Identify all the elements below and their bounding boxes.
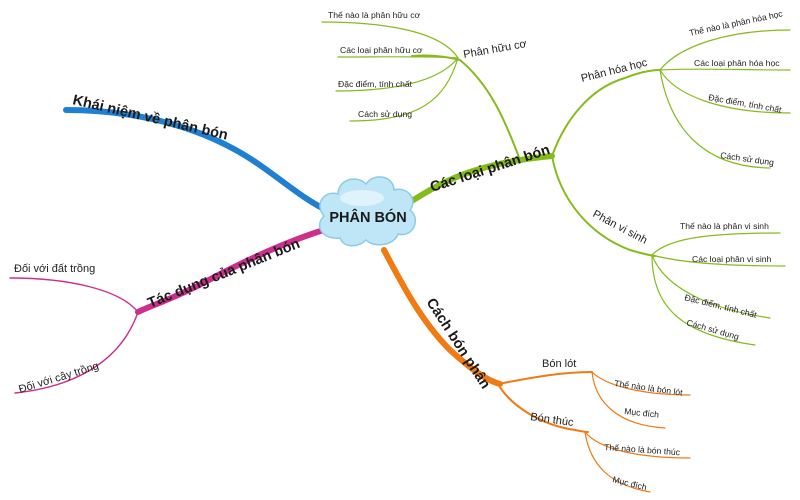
branch-cach-bon: [381, 247, 691, 493]
center-cloud-shine: [340, 190, 384, 206]
bon-thuc-leaf-1-line: [584, 431, 691, 459]
branch-khai-niem: Khái niệm về phân bón: [63, 92, 333, 215]
branch-tac-dung-labels: Tác dụng của phân bón Đối với đất trồng …: [14, 236, 302, 396]
huu-co-leaf-3-line: [335, 57, 459, 92]
vi-sinh-leaf-2-line: [651, 254, 786, 267]
hoa-hoc-leaf-1-line: [659, 29, 791, 71]
branch-cac-loai-line: [391, 153, 555, 215]
tac-dung-leaf-2: Đối với cây trồng: [17, 360, 100, 396]
branch-khai-niem-line: [63, 107, 333, 215]
huu-co-leaf-4: Cách sử dụng: [358, 109, 412, 119]
huu-co-leaf-1-line: [321, 21, 459, 59]
bon-thuc-leaf-2-line: [584, 431, 651, 493]
hoa-hoc-leaf-4: Cách sử dụng: [720, 150, 775, 167]
huu-co-label: Phân hữu cơ: [462, 38, 527, 61]
huu-co-leaf-2: Các loại phân hữu cơ: [340, 45, 423, 55]
huu-co-leaf-2-line: [337, 56, 459, 59]
hoa-hoc-label: Phân hóa học: [580, 57, 649, 85]
vi-sinh-label: Phân vi sinh: [591, 208, 650, 247]
branch-hoa-hoc-line: [551, 69, 661, 157]
branch-tac-dung-line: [135, 225, 333, 315]
branch-huu-co-line: [411, 54, 521, 161]
branch-khai-niem-label: Khái niệm về phân bón: [71, 92, 229, 143]
branch-vi-sinh-line: [551, 155, 656, 257]
bon-thuc-leaf-2: Mục đích: [612, 474, 648, 492]
branch-tac-dung: [9, 225, 333, 394]
tac-dung-leaf-2-line: [14, 311, 139, 394]
branch-cach-bon-label: Cách bón phân: [423, 295, 493, 392]
bon-lot-leaf-2: Mục đích: [624, 406, 660, 420]
huu-co-leaf-3: Đặc điểm, tính chất: [338, 79, 413, 89]
vi-sinh-leaf-4: Cách sử dụng: [685, 317, 740, 342]
hoa-hoc-leaf-3-line: [659, 69, 791, 114]
center-label: PHÂN BÓN: [329, 208, 406, 226]
huu-co-leaf-1: Thế nào là phân hữu cơ: [328, 10, 420, 20]
hoa-hoc-leaf-2-line: [659, 68, 791, 71]
bon-lot-label: Bón lót: [542, 358, 576, 370]
bon-lot-leaf-2-line: [591, 371, 666, 429]
huu-co-leaf-4-line: [349, 57, 459, 122]
tac-dung-leaf-1-line: [9, 277, 139, 313]
vi-sinh-leaf-4-line: [651, 254, 756, 346]
branch-cac-loai: [321, 21, 791, 346]
branch-cac-loai-label: Các loại phân bón: [428, 142, 552, 196]
branch-cach-bon-labels: Cách bón phân Bón lót Bón thúc Thế nào l…: [423, 295, 684, 492]
hoa-hoc-leaf-2: Các loại phân hóa học: [694, 58, 780, 68]
hoa-hoc-leaf-4-line: [659, 69, 771, 169]
tac-dung-leaf-1: Đối với đất trồng: [14, 263, 95, 275]
hoa-hoc-leaf-1: Thế nào là phân hóa học: [688, 8, 784, 38]
vi-sinh-leaf-3: Đặc điểm, tính chất: [684, 292, 759, 320]
bon-lot-leaf-1: Thế nào là bón lót: [614, 378, 684, 398]
branch-cach-bon-line: [381, 247, 503, 387]
vi-sinh-leaf-3-line: [651, 254, 771, 319]
center-node: PHÂN BÓN: [319, 176, 416, 247]
bon-lot-leaf-1-line: [591, 371, 691, 396]
vi-sinh-leaf-1: Thế nào là phân vi sinh: [680, 221, 769, 231]
bon-thuc-label: Bón thúc: [530, 411, 575, 429]
vi-sinh-leaf-1-line: [651, 232, 781, 256]
hoa-hoc-leaf-3: Đặc điểm, tính chất: [708, 92, 783, 115]
branch-tac-dung-label: Tác dụng của phân bón: [146, 236, 303, 312]
bon-lot-line: [497, 371, 593, 385]
bon-thuc-line: [497, 383, 589, 433]
vi-sinh-leaf-2: Các loại phân vi sinh: [692, 254, 772, 264]
